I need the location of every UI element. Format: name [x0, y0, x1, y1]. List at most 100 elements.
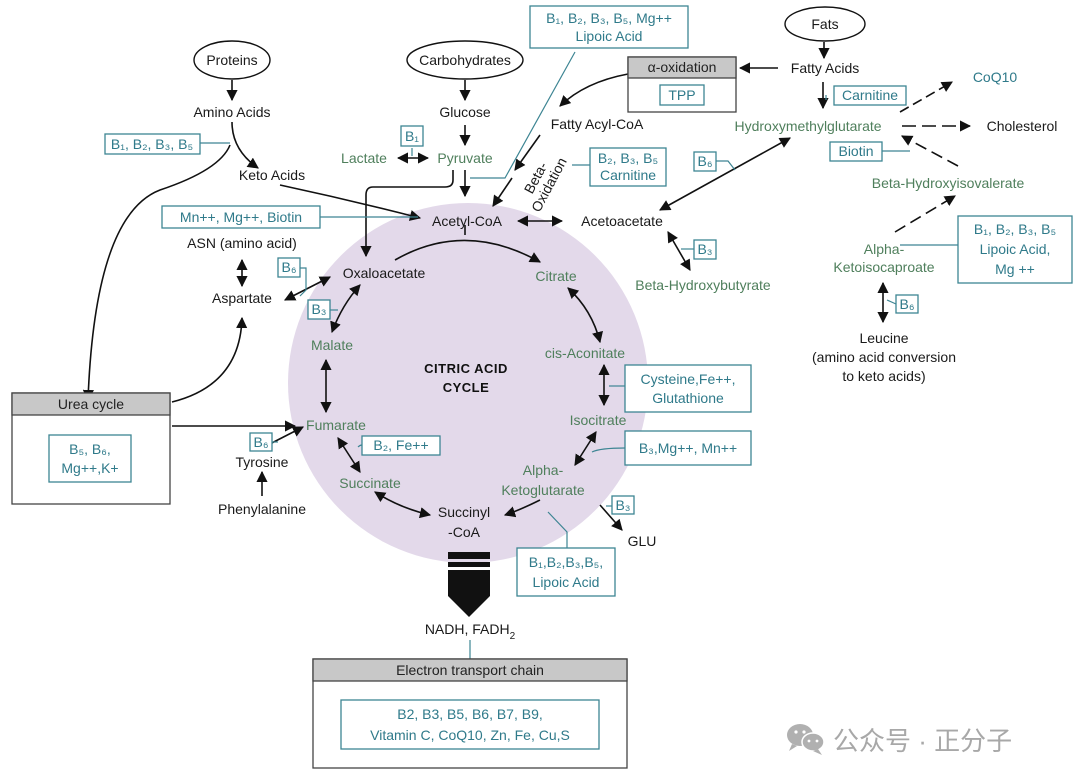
arrow-urea-aspartate	[171, 316, 248, 403]
cofactor-acetoacetate-bhb-text: B₃	[697, 241, 712, 257]
node-beta-hydroxyisovalerate: Beta-Hydroxyisovalerate	[872, 175, 1025, 191]
cofactor-beta-ox-line1: B₂, B₃, B₅	[598, 150, 658, 166]
cofactor-bckdh: B₁, B₂, B₃, B₅ Lipoic Acid, Mg ++	[957, 215, 1073, 284]
node-amino-acids: Amino Acids	[193, 104, 270, 120]
cofactor-akgdh-line1: B₁,B₂,B₃,B₅,	[529, 554, 603, 570]
cofactor-pyruvate-carboxylase-text: Mn++, Mg++, Biotin	[180, 209, 302, 225]
funnel-icon	[448, 552, 490, 617]
wechat-icon	[787, 724, 825, 755]
arrow-hmg-acetoacetate	[659, 137, 791, 211]
arrow-amino-keto	[231, 121, 259, 169]
arrow-akg-glu	[599, 504, 623, 531]
cofactor-leucine: B₆	[895, 294, 919, 314]
arrow-keto-acetyl	[279, 184, 422, 221]
cofactor-bckdh-line1: B₁, B₂, B₃, B₅	[974, 221, 1056, 237]
process-alpha-oxidation: α-oxidation TPP	[627, 56, 737, 113]
cofactor-amino-keto: B₁, B₂, B₃, B₅	[104, 133, 201, 155]
arrow-acetoacetate-bhb	[667, 231, 691, 271]
cofactor-lactate-pyruvate-text: B₁	[405, 128, 419, 144]
node-tyrosine: Tyrosine	[236, 454, 289, 470]
node-alpha-ketoglutarate-2: Ketoglutarate	[501, 482, 584, 498]
arrow-betaox-acetyl	[492, 177, 513, 207]
etc-label: Electron transport chain	[396, 662, 544, 678]
arrow-bhiv-hmg	[901, 135, 959, 167]
cofactor-biotin: Biotin	[829, 141, 883, 162]
cofactor-aconitase-line2: Glutathione	[652, 390, 724, 406]
cofactor-sdh: B₂, Fe++	[361, 435, 441, 456]
cycle-background	[288, 203, 648, 563]
node-alpha-ketoisocaproate-1: Alpha-	[864, 241, 905, 257]
node-nadh-fadh2: NADH, FADH2	[425, 621, 516, 642]
node-alpha-ketoglutarate-1: Alpha-	[523, 462, 564, 478]
node-leucine-note-2: to keto acids)	[842, 368, 925, 384]
cofactor-pdh-line1: B₁, B₂, B₃, B₅, Mg++	[546, 10, 672, 26]
watermark: 公众号 · 正分子	[787, 724, 1012, 756]
cofactor-leaders	[200, 51, 958, 700]
node-hydroxymethylglutarate: Hydroxymethylglutarate	[734, 118, 881, 134]
arrow-succinate-succinylcoa	[374, 491, 432, 519]
node-coq10: CoQ10	[973, 69, 1018, 85]
proteins-label: Proteins	[206, 52, 257, 68]
cofactor-idh-text: B₃,Mg++, Mn++	[639, 440, 737, 456]
cofactor-pdh: B₁, B₂, B₃, B₅, Mg++ Lipoic Acid	[529, 5, 689, 49]
cofactor-beta-ox-line2: Carnitine	[600, 167, 656, 183]
cofactor-aconitase-line1: Cysteine,Fe++,	[641, 371, 736, 387]
arrow-isocitrate-akg	[574, 431, 597, 466]
arrow-pyruvate-oxaloacetate	[360, 170, 454, 258]
cofactor-leucine-text: B₆	[900, 296, 915, 312]
etc-cofactor-line2: Vitamin C, CoQ10, Zn, Fe, Cu,S	[370, 727, 570, 743]
arrow-fattyacyl-betaox	[514, 134, 541, 171]
alpha-oxidation-label: α-oxidation	[648, 59, 717, 75]
cofactor-aconitase: Cysteine,Fe++, Glutathione	[624, 364, 752, 413]
cofactor-biotin-text: Biotin	[838, 143, 873, 159]
node-glucose: Glucose	[439, 104, 491, 120]
node-leucine-note-1: (amino acid conversion	[812, 349, 956, 365]
node-glu: GLU	[628, 533, 657, 549]
node-lactate: Lactate	[341, 150, 387, 166]
cofactor-glu-text: B₃	[615, 497, 630, 513]
node-oxaloacetate: Oxaloacetate	[343, 265, 426, 281]
cofactor-lactate-pyruvate: B₁	[400, 125, 424, 147]
process-electron-transport-chain: Electron transport chain B2, B3, B5, B6,…	[312, 658, 628, 769]
node-beta-hydroxybutyrate: Beta-Hydroxybutyrate	[635, 277, 771, 293]
node-isocitrate: Isocitrate	[570, 412, 627, 428]
urea-cycle-cofactor-line1: B₅, B₆,	[69, 441, 111, 457]
arrow-akg-succinylcoa	[503, 499, 541, 518]
cofactor-pdh-line2: Lipoic Acid	[576, 28, 643, 44]
urea-cycle-label: Urea cycle	[58, 396, 124, 412]
cofactor-asp-oaa: B₆	[277, 257, 301, 278]
cofactor-hmg-acetoacetate: B₆	[693, 151, 717, 172]
arrow-oaa-citrate	[394, 239, 541, 263]
cofactor-boxes: B₁, B₂, B₃, B₅, Mg++ Lipoic Acid B₁, B₂,…	[104, 5, 1073, 597]
node-pyruvate: Pyruvate	[437, 150, 492, 166]
nadh-fadh-text: NADH, FADH	[425, 621, 510, 637]
node-succinyl-coa-2: -CoA	[448, 524, 481, 540]
nadh-subscript: 2	[510, 631, 516, 642]
node-fatty-acyl-coa: Fatty Acyl-CoA	[551, 116, 644, 132]
node-fatty-acids: Fatty Acids	[791, 60, 859, 76]
metabolite-labels: Amino Acids Keto Acids Glucose Lactate P…	[187, 60, 1057, 642]
arrow-hmg-coq10	[899, 81, 953, 113]
etc-cofactor-line1: B2, B3, B5, B6, B7, B9,	[397, 706, 543, 722]
fats-label: Fats	[811, 16, 838, 32]
cofactor-carnitine: Carnitine	[833, 85, 907, 106]
cofactor-akgdh-line2: Lipoic Acid	[533, 574, 600, 590]
cofactor-akgdh: B₁,B₂,B₃,B₅, Lipoic Acid	[516, 547, 616, 597]
node-cis-aconitate: cis-Aconitate	[545, 345, 625, 361]
node-leucine: Leucine	[859, 330, 908, 346]
node-acetyl-coa: Acetyl-CoA	[432, 213, 503, 229]
cofactor-acetoacetate-bhb: B₃	[693, 239, 717, 260]
cofactor-sdh-text: B₂, Fe++	[373, 437, 428, 453]
arrow-citrate-cisaconitate	[567, 287, 603, 344]
cycle-title-line2: CYCLE	[443, 380, 490, 395]
cofactor-malate-oaa: B₃	[307, 299, 331, 320]
node-keto-acids: Keto Acids	[239, 167, 305, 183]
carbohydrates-label: Carbohydrates	[419, 52, 511, 68]
node-aspartate: Aspartate	[212, 290, 272, 306]
node-succinyl-coa-1: Succinyl	[438, 504, 490, 520]
alpha-oxidation-cofactor: TPP	[668, 87, 695, 103]
cofactor-pyruvate-carboxylase: Mn++, Mg++, Biotin	[161, 205, 321, 229]
cofactor-tyrosine: B₆	[249, 432, 273, 452]
cofactor-malate-oaa-text: B₃	[311, 301, 326, 317]
